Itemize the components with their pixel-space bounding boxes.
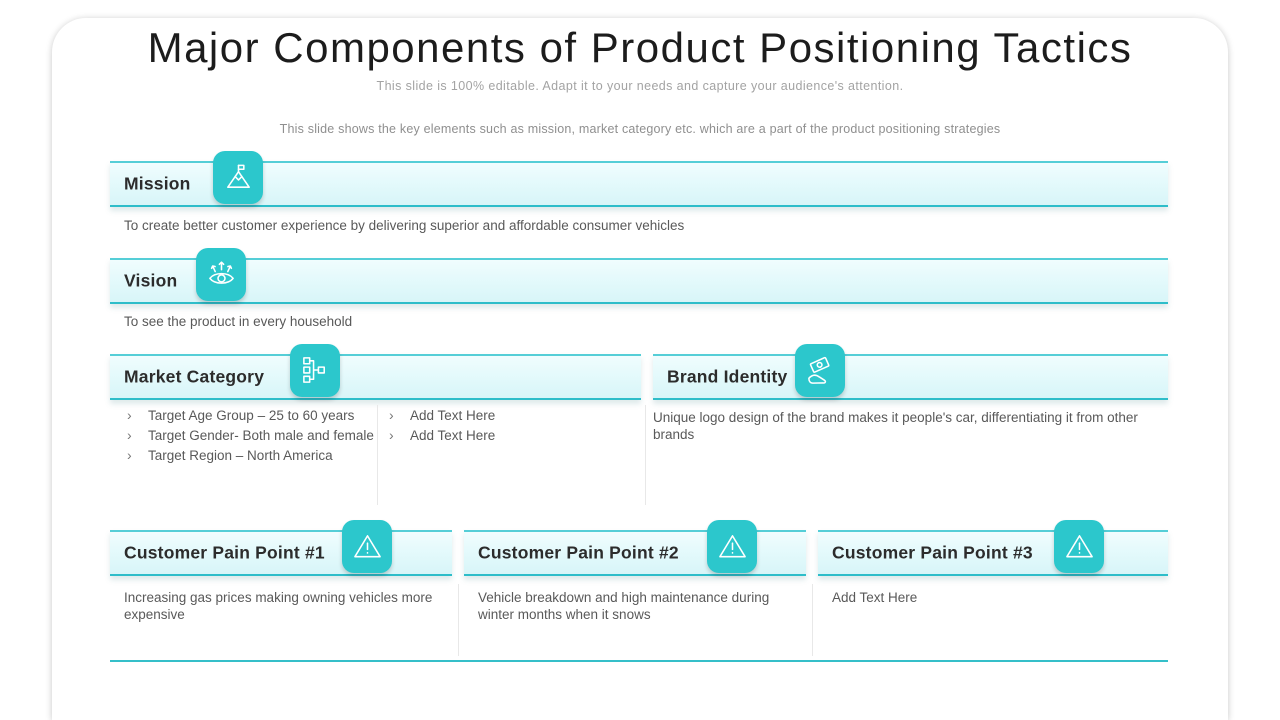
pain-point-3-title: Customer Pain Point #3 [832, 542, 1033, 563]
mission-body: To create better customer experience by … [124, 218, 685, 233]
brand-identity-title: Brand Identity [667, 366, 788, 387]
pain-point-2-header: Customer Pain Point #2 [464, 520, 806, 576]
list-item: Target Region – North America [124, 447, 374, 465]
divider [812, 584, 813, 656]
mountain-flag-icon [213, 151, 263, 204]
pain-point-2-body: Vehicle breakdown and high maintenance d… [478, 590, 770, 623]
divider [645, 405, 646, 505]
market-category-title: Market Category [124, 366, 265, 387]
market-category-bullets-col2: Add Text Here Add Text Here [386, 407, 616, 448]
pain-point-1-body: Increasing gas prices making owning vehi… [124, 590, 433, 623]
pain-point-3-header: Customer Pain Point #3 [818, 520, 1168, 576]
mission-title: Mission [124, 173, 191, 194]
sitemap-icon [290, 344, 340, 397]
slide-subtitle: This slide is 100% editable. Adapt it to… [376, 79, 904, 93]
slide-description: This slide shows the key elements such a… [279, 122, 1001, 136]
divider [377, 405, 378, 505]
list-item: Add Text Here [386, 407, 616, 425]
warning-triangle-icon [1054, 520, 1104, 573]
pain-point-1-header: Customer Pain Point #1 [110, 520, 452, 576]
divider [458, 584, 459, 656]
brand-identity-header: Brand Identity [653, 344, 1168, 400]
list-item: Add Text Here [386, 427, 616, 445]
pain-point-1-title: Customer Pain Point #1 [124, 542, 325, 563]
list-item: Target Age Group – 25 to 60 years [124, 407, 374, 425]
list-item: Target Gender- Both male and female [124, 427, 374, 445]
bottom-rule [110, 660, 1168, 662]
market-category-header: Market Category [110, 344, 641, 400]
visionary-eye-icon [196, 248, 246, 301]
vision-title: Vision [124, 270, 178, 291]
vision-body: To see the product in every household [124, 314, 353, 329]
vision-header: Vision [110, 248, 1168, 304]
mission-header: Mission [110, 151, 1168, 207]
pain-point-2-title: Customer Pain Point #2 [478, 542, 679, 563]
warning-triangle-icon [342, 520, 392, 573]
market-category-bullets-col1: Target Age Group – 25 to 60 years Target… [124, 407, 374, 468]
brand-identity-body: Unique logo design of the brand makes it… [653, 410, 1138, 443]
hand-money-icon [795, 344, 845, 397]
pain-point-3-body: Add Text Here [832, 590, 918, 605]
page-title: Major Components of Product Positioning … [147, 24, 1133, 71]
warning-triangle-icon [707, 520, 757, 573]
